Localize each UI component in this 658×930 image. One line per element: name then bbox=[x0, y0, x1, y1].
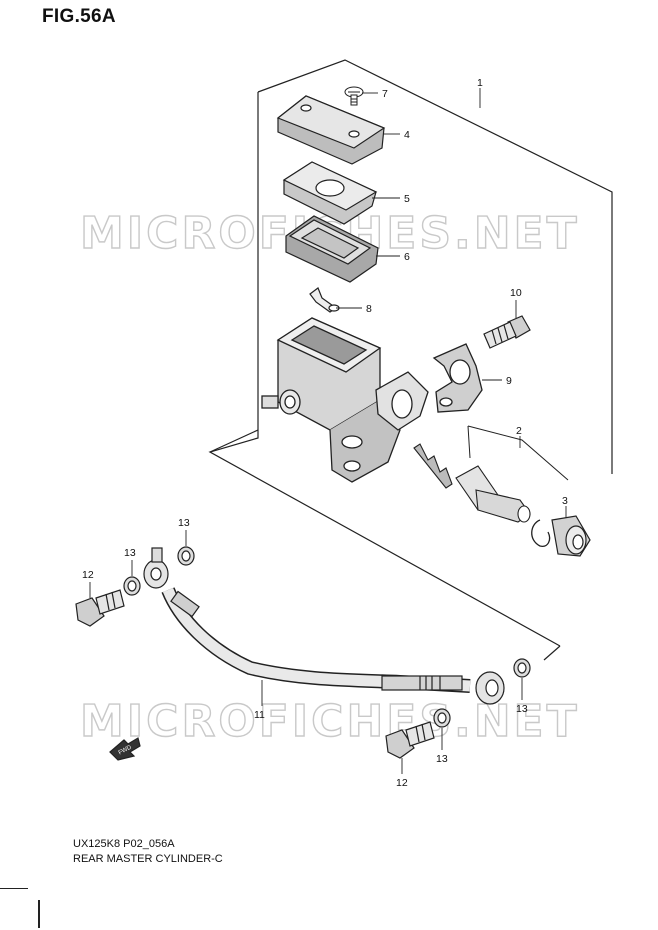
figure-caption: REAR MASTER CYLINDER-C bbox=[73, 853, 223, 865]
holder-clamp-part bbox=[432, 343, 483, 413]
washer-part-right bbox=[513, 658, 531, 678]
washer-part-lower bbox=[433, 708, 451, 728]
callout-10: 10 bbox=[510, 287, 522, 299]
callout-4: 4 bbox=[404, 129, 410, 141]
union-bolt-part-left bbox=[75, 589, 125, 627]
corner-rule bbox=[0, 888, 28, 889]
master-cylinder-body bbox=[261, 317, 429, 483]
callout-13-lower: 13 bbox=[436, 753, 448, 765]
union-bolt-part-right bbox=[385, 721, 435, 759]
callout-9: 9 bbox=[506, 375, 512, 387]
callout-6: 6 bbox=[404, 251, 410, 263]
callout-13-upper: 13 bbox=[178, 517, 190, 529]
callout-12-left: 12 bbox=[82, 569, 94, 581]
callout-2: 2 bbox=[516, 425, 522, 437]
callout-13-left: 13 bbox=[124, 547, 136, 559]
brake-hose-part bbox=[143, 547, 505, 705]
callout-labels: 1 2 3 4 5 6 7 8 9 10 11 12 12 13 13 13 1… bbox=[82, 77, 568, 789]
screw-part bbox=[344, 86, 364, 106]
boot-part bbox=[551, 515, 591, 557]
leader-lines bbox=[89, 88, 567, 774]
diaphragm-part bbox=[285, 215, 379, 283]
piston-assembly-part bbox=[413, 443, 531, 523]
assembly-frame bbox=[208, 59, 613, 661]
callout-12-right: 12 bbox=[396, 777, 408, 789]
callout-13-right: 13 bbox=[516, 703, 528, 715]
figure-code: UX125K8 P02_056A bbox=[73, 838, 175, 850]
reservoir-cap-part bbox=[276, 95, 386, 165]
piston-bracket bbox=[467, 425, 569, 481]
callout-3: 3 bbox=[562, 495, 568, 507]
callout-1: 1 bbox=[477, 77, 483, 89]
callout-8: 8 bbox=[366, 303, 372, 315]
washer-part-upper bbox=[177, 546, 195, 566]
callout-5: 5 bbox=[404, 193, 410, 205]
svg-text:MICROFICHES.NET: MICROFICHES.NET bbox=[80, 696, 580, 747]
diaphragm-plate-part bbox=[282, 161, 378, 225]
figure-title: FIG.56A bbox=[42, 6, 116, 27]
corner-mark bbox=[38, 900, 40, 928]
washer-part-left bbox=[123, 576, 141, 596]
callout-11: 11 bbox=[254, 709, 265, 721]
clip-part bbox=[309, 287, 340, 313]
circlip-part bbox=[531, 519, 551, 547]
watermark-bottom: MICROFICHES.NET bbox=[79, 695, 580, 747]
bolt-part bbox=[483, 315, 531, 349]
callout-7: 7 bbox=[382, 88, 388, 100]
forward-arrow-icon: FWD bbox=[109, 737, 141, 761]
